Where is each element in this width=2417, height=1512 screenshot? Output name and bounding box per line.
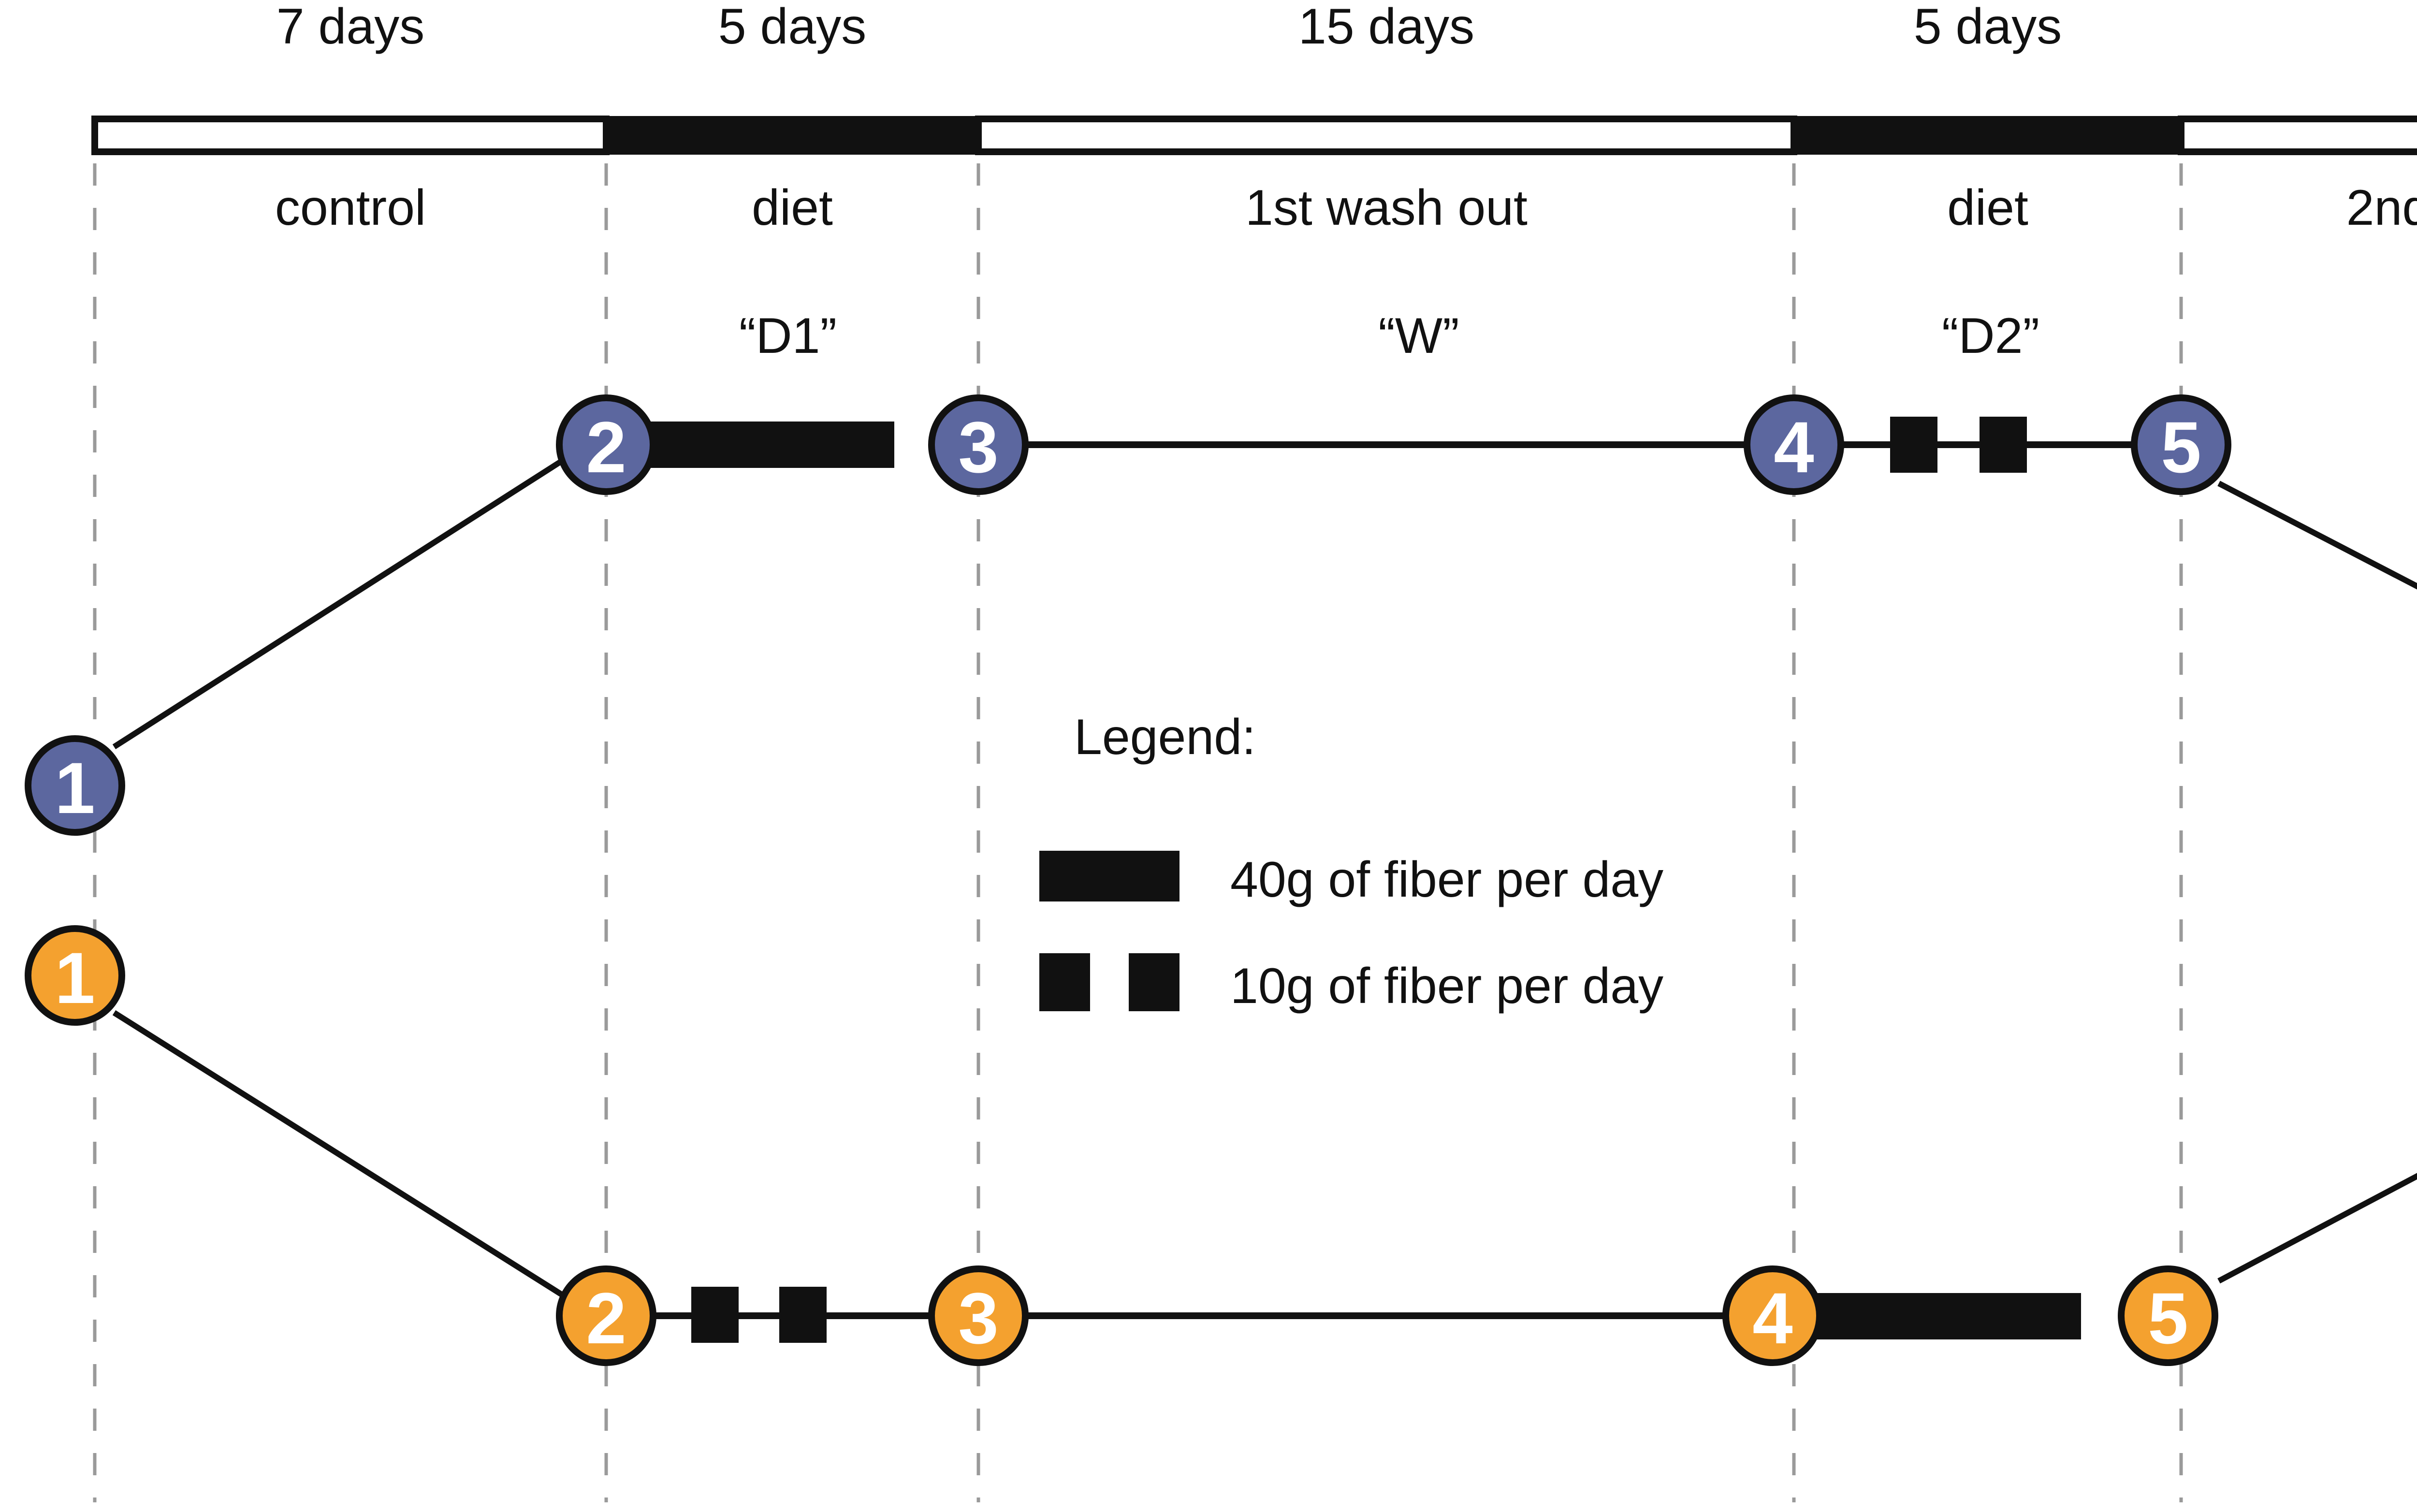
legend-swatch-dashed-bar-1 <box>1039 953 1090 1011</box>
node-blue-1-label: 1 <box>55 747 95 829</box>
phase-duration-3: 5 days <box>1914 0 2062 55</box>
timeline-bar <box>91 116 2417 155</box>
link-orange-2-3-10g <box>628 1287 947 1343</box>
node-blue-4[interactable]: 4 <box>1744 394 1844 495</box>
node-orange-5-label: 5 <box>2148 1278 2188 1359</box>
legend-label-10g: 10g of fiber per day <box>1230 958 1663 1014</box>
node-orange-1[interactable]: 1 <box>25 925 125 1026</box>
node-blue-2-label: 2 <box>586 407 626 488</box>
node-blue-4-label: 4 <box>1774 407 1814 488</box>
arm-blue: 1 2 3 4 5 6 <box>25 394 2417 836</box>
node-orange-4[interactable]: 4 <box>1722 1265 1823 1366</box>
link-blue-4-5-10g <box>1832 417 2141 473</box>
link-blue-2-3-40g <box>621 422 894 468</box>
node-orange-2[interactable]: 2 <box>556 1265 656 1366</box>
phase-name-4: 2nd wash out <box>2346 180 2417 236</box>
phase-code-w: “W” <box>1378 308 1459 364</box>
phase-name-0: control <box>275 180 426 236</box>
phase-duration-2: 15 days <box>1298 0 1474 55</box>
legend-swatch-dashed-bar-2 <box>1129 953 1179 1011</box>
node-orange-5[interactable]: 5 <box>2118 1265 2218 1366</box>
node-blue-1[interactable]: 1 <box>25 735 125 836</box>
node-blue-2[interactable]: 2 <box>556 394 656 495</box>
node-blue-5[interactable]: 5 <box>2131 394 2231 495</box>
timeline-segment-diet-2 <box>1794 116 2181 155</box>
phase-duration-1: 5 days <box>718 0 866 55</box>
phase-name-labels: control diet 1st wash out diet 2nd wash … <box>275 180 2417 236</box>
phase-code-d1: “D1” <box>739 308 837 364</box>
node-orange-1-label: 1 <box>55 937 95 1018</box>
timeline-segment-control <box>91 116 610 155</box>
phase-gridlines <box>93 119 2183 1502</box>
legend-item-40g: 40g of fiber per day <box>1039 851 1663 908</box>
arm-orange: 1 2 3 4 5 6 <box>25 925 2417 1366</box>
node-orange-2-label: 2 <box>586 1278 626 1359</box>
timeline-segment-diet-1 <box>606 116 978 155</box>
legend-swatch-solid-bar <box>1039 851 1179 901</box>
phase-duration-0: 7 days <box>277 0 424 55</box>
legend-label-40g: 40g of fiber per day <box>1230 852 1663 908</box>
link-blue-5-6 <box>2217 480 2417 590</box>
node-orange-4-label: 4 <box>1752 1278 1792 1359</box>
legend-item-10g: 10g of fiber per day <box>1039 953 1663 1014</box>
legend: Legend: 40g of fiber per day 10g of fibe… <box>1039 709 1663 1014</box>
phase-name-1: diet <box>752 180 833 236</box>
timeline-segment-washout-1 <box>975 116 1797 155</box>
link-orange-5-6 <box>2217 1173 2417 1284</box>
phase-name-3: diet <box>1947 180 2028 236</box>
phase-duration-labels: 7 days 5 days 15 days 5 days 7 days <box>277 0 2062 55</box>
link-blue-1-2 <box>112 459 563 750</box>
node-blue-3[interactable]: 3 <box>928 394 1029 495</box>
node-orange-3-label: 3 <box>958 1278 998 1359</box>
legend-title: Legend: <box>1074 709 1256 765</box>
timeline-segment-washout-2 <box>2178 116 2417 155</box>
node-blue-3-label: 3 <box>958 407 998 488</box>
phase-code-d2: “D2” <box>1942 308 2039 364</box>
phase-code-labels: “D1” “W” “D2” <box>739 308 2039 364</box>
phase-name-2: 1st wash out <box>1245 180 1528 236</box>
link-orange-1-2 <box>112 1010 565 1298</box>
node-orange-3[interactable]: 3 <box>928 1265 1029 1366</box>
node-blue-5-label: 5 <box>2161 407 2201 488</box>
link-orange-4-5-40g <box>1808 1293 2081 1339</box>
